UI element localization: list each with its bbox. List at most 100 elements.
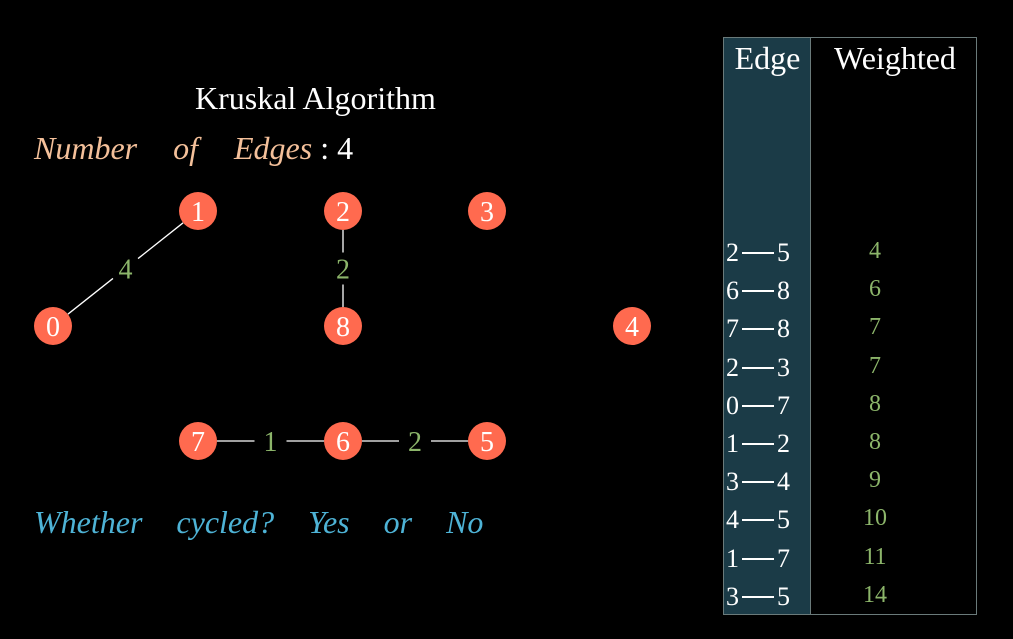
edge-dash bbox=[742, 252, 774, 255]
edge-endpoint: 7 bbox=[777, 390, 790, 420]
edge-endpoint: 8 bbox=[777, 314, 790, 344]
edge-dash bbox=[742, 366, 774, 369]
weight-cell: 9 bbox=[869, 467, 881, 494]
graph-node-label: 5 bbox=[480, 427, 494, 458]
graph-node-5: 5 bbox=[468, 422, 506, 460]
edge-endpoint: 5 bbox=[777, 581, 790, 611]
graph-node-label: 4 bbox=[625, 312, 639, 343]
graph-edge-line bbox=[67, 277, 114, 315]
edge-dash bbox=[742, 595, 774, 598]
cycle-question-word: Yes bbox=[308, 504, 350, 540]
graph-node-0: 0 bbox=[34, 307, 72, 345]
graph-node-circle bbox=[468, 192, 506, 230]
edge-endpoint: 3 bbox=[726, 467, 739, 497]
edge-endpoint: 3 bbox=[726, 581, 739, 611]
edge-endpoint: 4 bbox=[726, 505, 739, 535]
weight-cell: 8 bbox=[869, 390, 881, 417]
edge-endpoint: 5 bbox=[777, 505, 790, 535]
weight-cell: 7 bbox=[869, 314, 881, 341]
graph-node-circle bbox=[179, 192, 217, 230]
edge-dash bbox=[742, 290, 774, 293]
weight-cell: 10 bbox=[863, 505, 887, 532]
edge-endpoint: 2 bbox=[777, 429, 790, 458]
graph-node-label: 6 bbox=[336, 427, 350, 458]
graph-node-circle bbox=[324, 422, 362, 460]
edge-dash bbox=[742, 481, 774, 484]
graph-edge-7-6: 1 bbox=[217, 427, 324, 458]
graph-node-label: 0 bbox=[46, 312, 60, 343]
graph-node-circle bbox=[324, 307, 362, 345]
graph-edge-weight: 4 bbox=[119, 255, 133, 286]
graph-node-7: 7 bbox=[179, 422, 217, 460]
graph-node-8: 8 bbox=[324, 307, 362, 345]
graph-node-1: 1 bbox=[179, 192, 217, 230]
weight-cell: 7 bbox=[869, 352, 881, 379]
graph-edge-weight: 1 bbox=[264, 427, 278, 458]
graph-node-4: 4 bbox=[613, 307, 651, 345]
edge-endpoint: 2 bbox=[726, 238, 739, 267]
edge-endpoint: 3 bbox=[777, 352, 790, 382]
weight-cell: 14 bbox=[863, 581, 887, 608]
edge-dash bbox=[742, 519, 774, 522]
weight-cell: 11 bbox=[863, 543, 887, 570]
edge-dash bbox=[742, 328, 774, 331]
edge-endpoint: 6 bbox=[726, 276, 739, 306]
graph-edge-weight: 2 bbox=[336, 255, 350, 286]
graph-node-circle bbox=[179, 422, 217, 460]
weight-cell: 8 bbox=[869, 429, 881, 455]
graph-node-label: 1 bbox=[191, 197, 205, 228]
edge-counter-word: Edges bbox=[234, 130, 313, 166]
edge-dash bbox=[742, 557, 774, 560]
edge-endpoint: 8 bbox=[777, 276, 790, 306]
graph-node-label: 8 bbox=[336, 312, 350, 343]
weight-column-header: Weighted bbox=[834, 40, 956, 76]
graph-node-3: 3 bbox=[468, 192, 506, 230]
graph-node-circle bbox=[324, 192, 362, 230]
graph-edge-6-5: 2 bbox=[362, 427, 468, 458]
graph: 4 2 1 2 0 1 2 3 4 5 6 7 8 bbox=[34, 192, 651, 460]
edge-counter-word: of bbox=[173, 130, 198, 166]
graph-edge-0-1: 4 bbox=[67, 222, 184, 315]
graph-node-label: 7 bbox=[191, 427, 205, 458]
graph-node-circle bbox=[613, 307, 651, 345]
edge-endpoint: 1 bbox=[726, 429, 739, 458]
edge-endpoint: 7 bbox=[777, 543, 790, 573]
edge-column-header: Edge bbox=[734, 40, 801, 76]
cycle-question-word: No bbox=[446, 504, 484, 540]
graph-node-label: 2 bbox=[336, 197, 350, 228]
table-row: 1 2 8 bbox=[724, 429, 978, 467]
graph-node-circle bbox=[34, 307, 72, 345]
graph-node-2: 2 bbox=[324, 192, 362, 230]
graph-node-circle bbox=[468, 422, 506, 460]
edge-counter-word: Number bbox=[34, 130, 138, 166]
weight-cell: 4 bbox=[869, 238, 881, 264]
edge-endpoint: 2 bbox=[726, 352, 739, 382]
edge-endpoint: 1 bbox=[726, 543, 739, 573]
cycle-question-word: Whether bbox=[34, 504, 143, 540]
edge-endpoint: 4 bbox=[777, 467, 790, 497]
graph-edge-2-8: 2 bbox=[336, 230, 350, 307]
cycle-question-word: cycled? bbox=[176, 504, 275, 540]
graph-node-label: 3 bbox=[480, 197, 494, 228]
